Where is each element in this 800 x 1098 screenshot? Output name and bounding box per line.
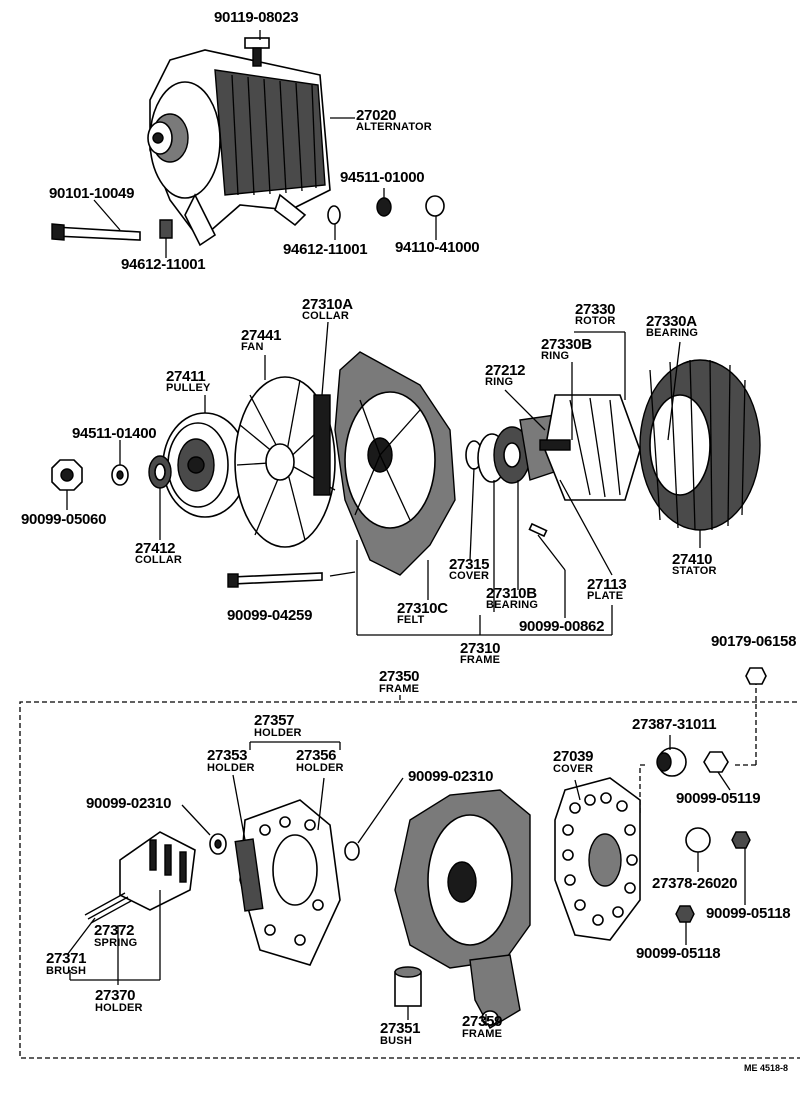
part-number-27356: 27356	[296, 747, 337, 764]
part-name-holder-27370: HOLDER	[95, 1002, 143, 1014]
part-name-cover-27315: COVER	[449, 570, 490, 582]
part-name-spring: SPRING	[94, 937, 138, 949]
bottom-exploded-group	[19, 667, 800, 1059]
part-name-bearing-27310B: BEARING	[486, 599, 539, 611]
part-number-90099-05118-bottom: 90099-05118	[636, 945, 721, 962]
part-number-27411: 27411	[166, 368, 206, 385]
part-number-27350: 27350	[379, 668, 420, 685]
part-name-holder-27357: HOLDER	[254, 727, 302, 739]
part-name-bush: BUSH	[380, 1035, 412, 1047]
part-name-collar-27412: COLLAR	[135, 554, 183, 566]
part-number-90101-10049: 90101-10049	[49, 185, 135, 202]
part-name-frame-27310: FRAME	[460, 654, 501, 666]
part-number-27310A: 27310A	[302, 296, 353, 313]
part-name-felt: FELT	[397, 614, 425, 626]
part-number-27315: 27315	[449, 556, 490, 573]
part-number-94511-01400: 94511-01400	[72, 425, 157, 442]
part-number-94612-11001-right: 94612-11001	[283, 241, 368, 258]
part-name-stator: STATOR	[672, 565, 717, 577]
part-number-27310: 27310	[460, 640, 501, 657]
part-number-27330: 27330	[575, 301, 616, 318]
part-number-27357: 27357	[254, 712, 295, 729]
part-name-ring-27212: RING	[485, 376, 514, 388]
part-number-27387-31011: 27387-31011	[632, 716, 717, 733]
part-name-frame-27359: FRAME	[462, 1028, 503, 1040]
part-name-cover-27039: COVER	[553, 763, 594, 775]
part-number-90099-05060: 90099-05060	[21, 511, 107, 528]
part-number-27113: 27113	[587, 576, 627, 593]
part-number-90099-05119: 90099-05119	[676, 790, 761, 807]
part-number-90099-04259: 90099-04259	[227, 607, 313, 624]
part-name-holder-27353: HOLDER	[207, 762, 255, 774]
part-name-plate: PLATE	[587, 590, 624, 602]
part-name-bearing-27330A: BEARING	[646, 327, 699, 339]
part-number-94110-41000: 94110-41000	[395, 239, 480, 256]
part-name-ring-27330B: RING	[541, 350, 570, 362]
part-name-rotor: ROTOR	[575, 315, 616, 327]
part-number-27378-26020: 27378-26020	[652, 875, 738, 892]
part-number-90099-02310-right: 90099-02310	[408, 768, 494, 785]
alternator-assembly-illustration	[51, 30, 445, 258]
part-number-27353: 27353	[207, 747, 248, 764]
part-number-27310B: 27310B	[486, 585, 537, 602]
part-number-90119-08023: 90119-08023	[214, 9, 299, 26]
part-number-27441: 27441	[241, 327, 282, 344]
part-name-brush: BRUSH	[46, 965, 87, 977]
part-number-90099-05118-right: 90099-05118	[706, 905, 791, 922]
part-number-27310C: 27310C	[397, 600, 448, 617]
part-number-27410: 27410	[672, 551, 713, 568]
part-number-90099-00862: 90099-00862	[519, 618, 605, 635]
part-number-27412: 27412	[135, 540, 176, 557]
part-number-27372: 27372	[94, 922, 135, 939]
part-number-27370: 27370	[95, 987, 136, 1004]
part-name-pulley: PULLEY	[166, 382, 211, 394]
part-number-27020: 27020	[356, 107, 397, 124]
part-number-90179-06158: 90179-06158	[711, 633, 797, 650]
part-number-27351: 27351	[380, 1020, 421, 1037]
part-number-27330A: 27330A	[646, 313, 697, 330]
part-name-frame-27350: FRAME	[379, 683, 420, 695]
part-number-27330B: 27330B	[541, 336, 592, 353]
part-number-94511-01000: 94511-01000	[340, 169, 425, 186]
part-number-27039: 27039	[553, 748, 594, 765]
part-name-holder-27356: HOLDER	[296, 762, 344, 774]
diagram-reference-code: ME 4518-8	[744, 1063, 789, 1073]
part-name-collar-27310A: COLLAR	[302, 310, 350, 322]
part-name-fan: FAN	[241, 341, 264, 353]
middle-exploded-row	[51, 321, 761, 636]
part-name-alternator: ALTERNATOR	[356, 121, 432, 133]
part-number-94612-11001-left: 94612-11001	[121, 256, 206, 273]
part-number-27359: 27359	[462, 1013, 503, 1030]
part-number-90099-02310-left: 90099-02310	[86, 795, 172, 812]
part-number-27212: 27212	[485, 362, 526, 379]
part-number-27371: 27371	[46, 950, 87, 967]
